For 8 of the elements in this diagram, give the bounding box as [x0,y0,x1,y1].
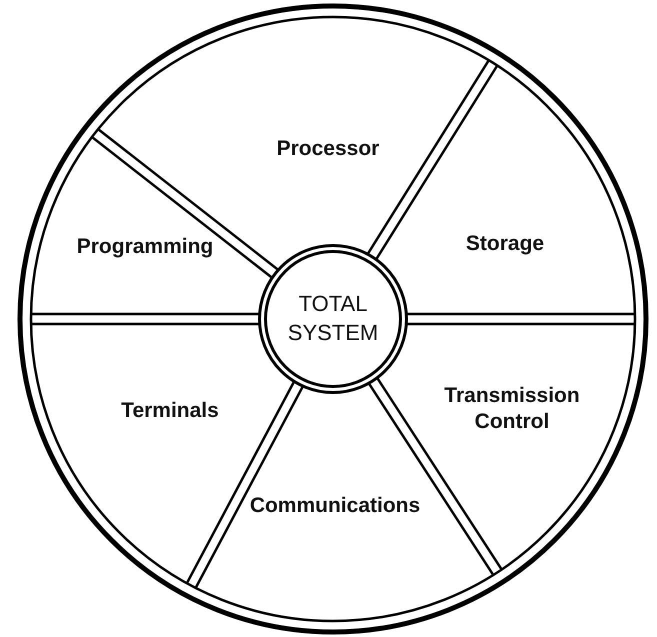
sector-label: Transmission Control [432,383,592,436]
hub-circle: TOTAL SYSTEM [258,244,408,394]
wheel-rim [17,3,649,635]
sector-label: Terminals [90,398,250,424]
sector-label: Programming [55,234,235,260]
sector-label: Storage [435,231,575,258]
sector-label: Communications [220,493,450,520]
sector-label: Processor [238,136,418,162]
